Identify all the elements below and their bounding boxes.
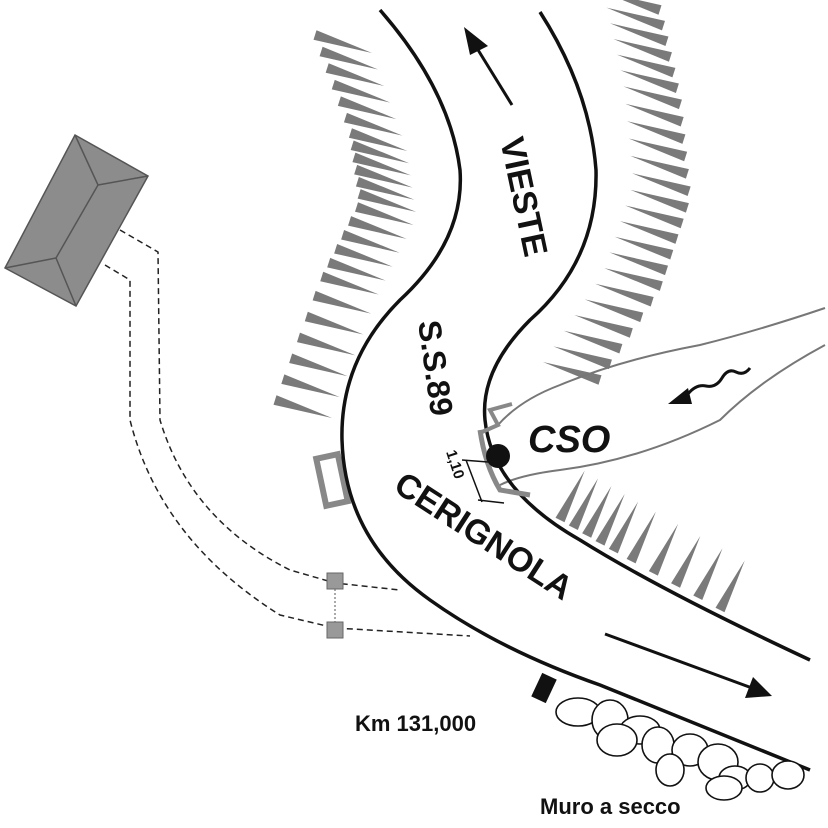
hatch-mark [616,54,676,78]
label-vieste: VIESTE [492,134,554,260]
hatch-mark [296,332,356,356]
hatch-mark [350,140,410,164]
hatch-mark [625,205,684,229]
stone [596,723,638,757]
hatch-mark [614,236,674,260]
slope-hatching [273,0,745,613]
km-marker [531,672,557,704]
hatch-mark [281,374,340,398]
label-km: Km 131,000 [355,711,476,736]
hatch-mark [622,0,662,15]
hatch-mark [543,362,602,385]
hatch-mark [312,290,372,314]
hatch-mark [348,128,408,152]
hatch-mark [609,23,669,47]
hatch-mark [334,243,393,267]
road-edges [340,8,811,772]
hatch-mark [609,252,669,276]
hatch-mark [604,268,663,291]
direction-arrow-north [464,27,514,106]
hatch-mark [613,38,672,62]
hatch-mark [584,299,644,323]
hatch-mark [563,330,623,354]
hatch-mark [620,70,679,94]
hatch-mark [626,121,686,144]
hatch-mark [325,63,385,87]
hatch-mark [313,30,372,53]
stone [705,775,743,801]
label-dimension: 1,10 [442,448,467,481]
hatch-mark [568,478,599,531]
manhole-1 [326,572,344,590]
hatch-mark [628,138,688,162]
stone [771,760,805,790]
label-cerignola: CERIGNOLA [388,465,580,608]
label-cso: CSO [528,419,610,461]
hatch-mark [632,173,691,197]
dry-stone-wall [555,697,805,801]
hatch-mark [355,202,414,225]
hatch-mark [626,511,656,564]
manhole-2 [326,621,344,639]
direction-arrow-south [604,632,772,698]
left-culvert [312,450,352,510]
hatch-mark [671,536,701,588]
hatch-mark [304,311,364,335]
hatch-mark [331,79,391,103]
hatch-mark [648,523,679,576]
hatch-mark [625,103,684,127]
hatch-mark [630,155,689,179]
hatch-mark [623,86,682,110]
hatch-mark [320,271,379,295]
dashed-service-lines [104,229,471,637]
stream-flow-arrowhead [668,388,692,404]
hatch-mark [693,548,723,601]
hatch-mark [354,164,413,188]
hatch-mark [337,96,397,120]
cso-culvert [461,402,531,504]
hatch-mark [341,230,400,253]
hatch-mark [606,7,665,31]
hatch-mark [555,470,585,523]
hatch-mark [273,395,332,418]
hatch-mark [582,486,612,538]
stream [497,307,826,486]
label-wall: Muro a secco [540,794,681,819]
hatch-mark [595,493,625,546]
label-road-name: S.S.89 [411,318,460,418]
hatch-mark [608,501,639,554]
hatch-mark [319,46,379,70]
hatch-mark [553,346,612,370]
hatch-mark [595,283,654,307]
hatch-mark [630,189,689,213]
stream-flow-squiggle [686,367,752,395]
house-icon [3,133,150,308]
hatch-mark [343,112,403,136]
hatch-mark [348,216,407,239]
stone [655,753,685,787]
hatch-mark [352,152,411,176]
hatch-mark [289,353,348,377]
hatch-mark [357,189,417,212]
hatch-mark [327,257,386,281]
hatch-mark [574,315,633,338]
hatch-mark [715,560,745,613]
hatch-mark [355,176,415,200]
hatch-mark [619,221,679,244]
stone [745,763,775,793]
